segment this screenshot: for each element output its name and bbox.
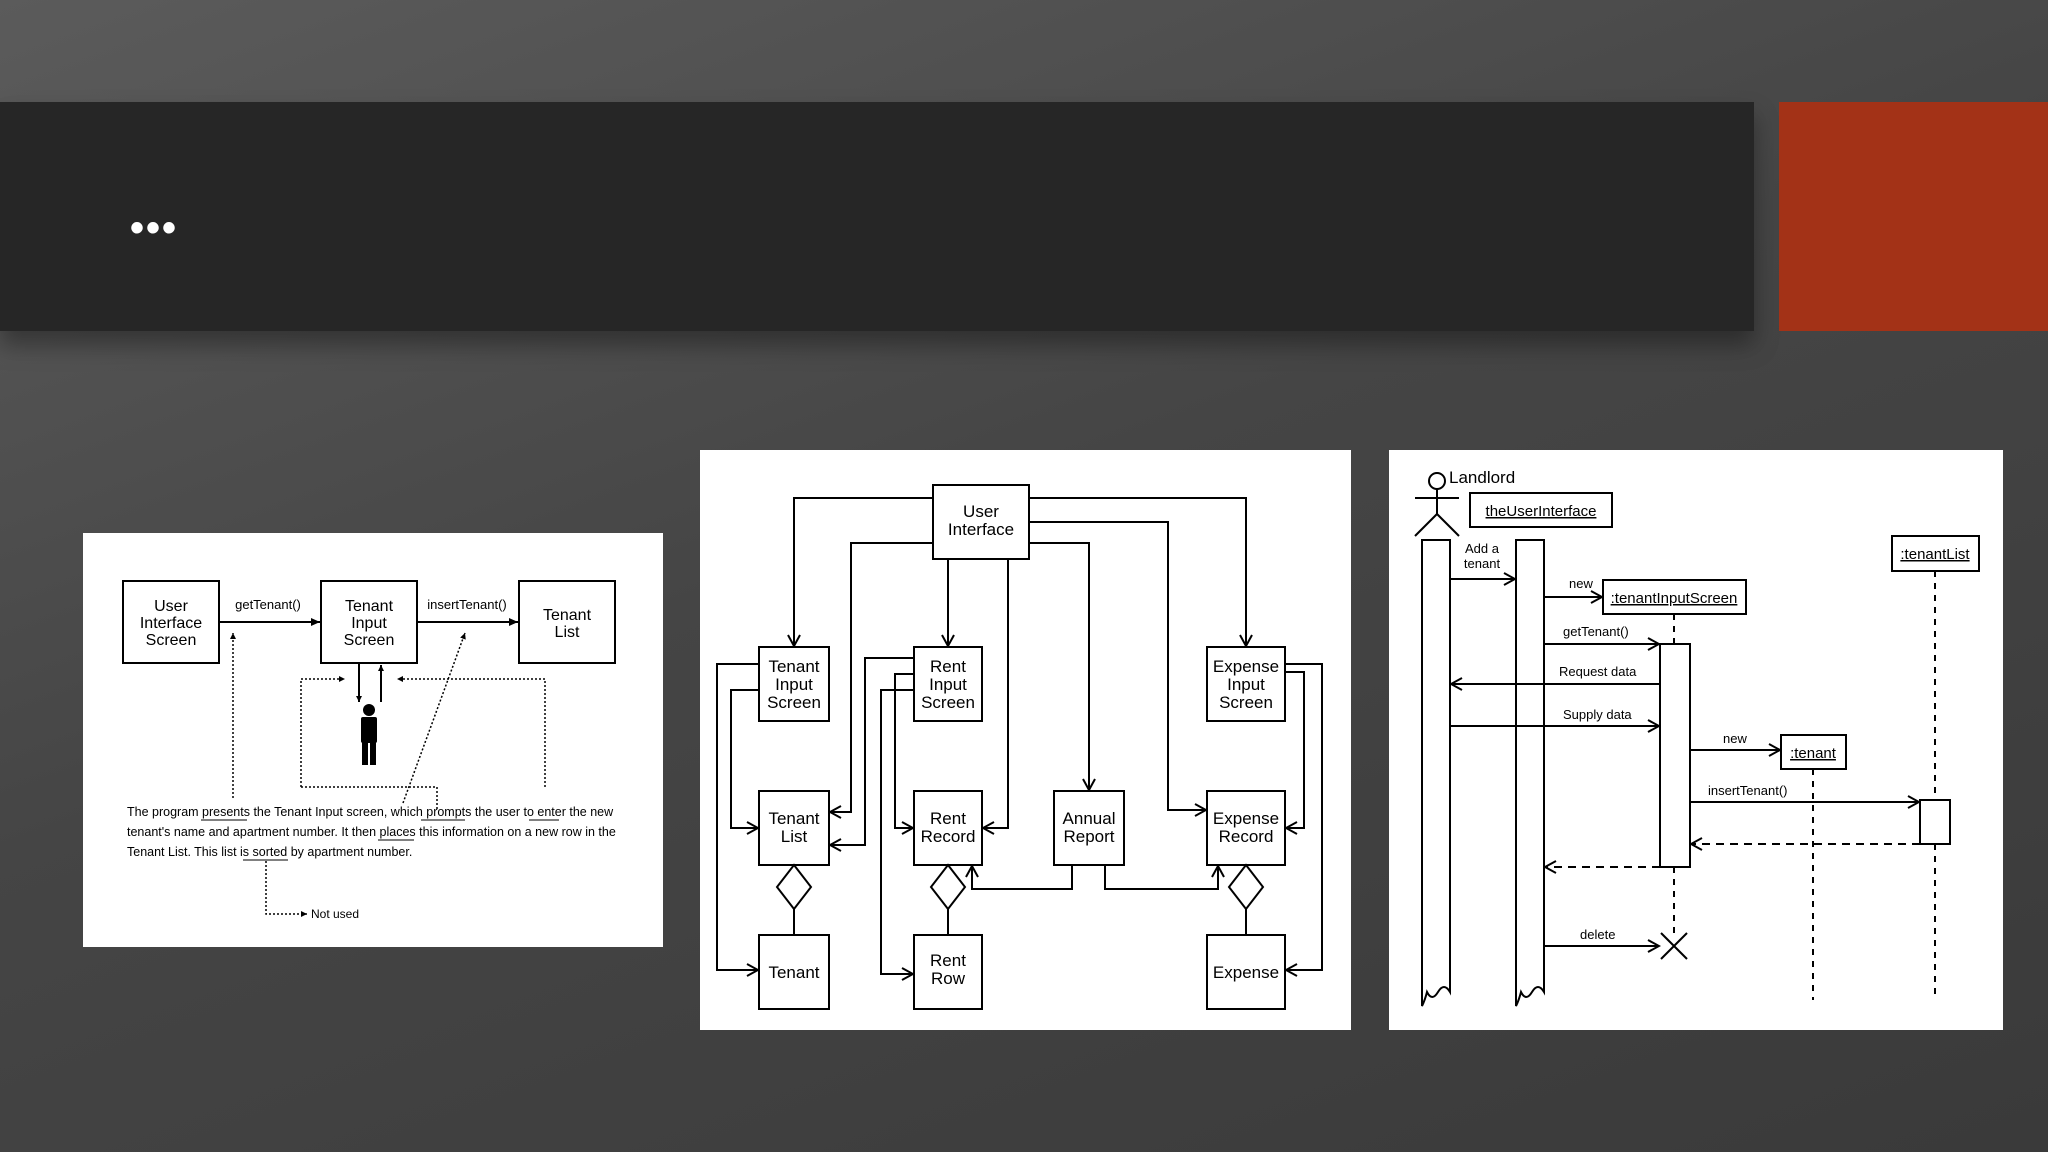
label-insert-tenant: insertTenant() <box>1708 783 1787 798</box>
label-landlord: Landlord <box>1449 468 1515 487</box>
label-tenant-input-screen-3: Screen <box>344 632 395 649</box>
label-rent-record-2: Record <box>921 827 976 846</box>
assoc-ui-expense-input <box>1029 497 1246 646</box>
label-new-1: new <box>1569 576 1593 591</box>
person-icon <box>361 704 377 765</box>
description-line-2: tenant's name and apartment number. It t… <box>127 825 616 839</box>
assoc-tenant-input-tenant-list <box>730 689 759 828</box>
label-tenant-input-screen-2: Input <box>775 675 813 694</box>
label-tenant-input-screen-1: Tenant <box>345 598 394 615</box>
diamond-expense-record <box>1227 863 1265 911</box>
panel-class-diagram: User Interface Tenant Input Screen Rent … <box>700 450 1351 1030</box>
label-add-tenant-1: Add a <box>1465 541 1500 556</box>
activation-tenant-list <box>1919 799 1951 845</box>
label-expense-input-screen-2: Input <box>1227 675 1265 694</box>
activation-landlord <box>1421 539 1451 1007</box>
assoc-rent-input-rent-record <box>894 673 914 828</box>
object-tenant-input-screen: :tenantInputScreen <box>1611 590 1738 607</box>
assoc-rent-input-rent-row <box>880 689 914 974</box>
object-tenant: :tenant <box>1790 745 1837 762</box>
label-tenant-list-2: List <box>781 827 808 846</box>
label-delete: delete <box>1580 927 1615 942</box>
label-rent-input-screen-2: Input <box>929 675 967 694</box>
panel-sequence-diagram: Landlord theUserInterface :tenantList :t… <box>1389 450 2003 1030</box>
diamond-rent-record <box>929 863 967 911</box>
label-get-tenant: getTenant() <box>1563 624 1629 639</box>
assoc-rent-input-tenant-list <box>830 657 914 845</box>
assoc-tenant-input-tenant <box>716 663 759 970</box>
label-get-tenant: getTenant() <box>235 597 301 612</box>
label-user-interface-1: User <box>963 502 999 521</box>
label-expense-record-1: Expense <box>1213 809 1279 828</box>
panel-tenant-input-flow: User Interface Screen Tenant Input Scree… <box>83 533 663 947</box>
description-line-1: The program presents the Tenant Input sc… <box>127 805 614 819</box>
assoc-annual-report-expense-record <box>1104 865 1218 890</box>
activation-input-screen <box>1659 643 1691 868</box>
label-user-interface-screen-2: Interface <box>140 615 202 632</box>
object-tenant-list: :tenantList <box>1900 546 1970 563</box>
assoc-ui-rent-record <box>983 559 1009 828</box>
label-tenant-input-screen-1: Tenant <box>768 657 819 676</box>
label-tenant: Tenant <box>768 963 819 982</box>
label-rent-row-1: Rent <box>930 951 966 970</box>
label-user-interface-screen-3: Screen <box>146 632 197 649</box>
label-tenant-list-1: Tenant <box>768 809 819 828</box>
label-request-data: Request data <box>1559 664 1637 679</box>
actor-landlord-icon <box>1414 472 1460 537</box>
label-insert-tenant: insertTenant() <box>427 597 506 612</box>
label-add-tenant-2: tenant <box>1464 556 1501 571</box>
label-tenant-input-screen-3: Screen <box>767 693 821 712</box>
label-tenant-list-2: List <box>555 624 580 641</box>
label-rent-input-screen-1: Rent <box>930 657 966 676</box>
label-user-interface-screen-1: User <box>154 598 188 615</box>
accent-block <box>1779 102 2048 331</box>
destroy-mark <box>1660 932 1688 960</box>
box-tenant-list <box>518 580 616 664</box>
label-annual-report-2: Report <box>1063 827 1114 846</box>
label-expense-record-2: Record <box>1219 827 1274 846</box>
assoc-expense-input-expense <box>1285 663 1323 970</box>
assoc-ui-tenant-list <box>830 542 933 812</box>
label-new-2: new <box>1723 731 1747 746</box>
title-bar <box>0 102 1754 331</box>
label-annual-report-1: Annual <box>1063 809 1116 828</box>
assoc-ui-annual-report <box>1029 542 1089 790</box>
diamond-tenant-list <box>775 863 813 911</box>
label-expense-input-screen-3: Screen <box>1219 693 1273 712</box>
label-tenant-list-1: Tenant <box>543 607 592 624</box>
description-line-3: Tenant List. This list is sorted by apar… <box>127 845 412 859</box>
assoc-ui-tenant-input <box>794 497 933 646</box>
tenant-input-flow-diagram: User Interface Screen Tenant Input Scree… <box>122 580 616 921</box>
sequence-diagram: Landlord theUserInterface :tenantList :t… <box>1414 468 1980 1007</box>
label-expense-input-screen-1: Expense <box>1213 657 1279 676</box>
label-not-used: Not used <box>311 907 359 921</box>
label-rent-row-2: Row <box>931 969 966 988</box>
object-the-user-interface: theUserInterface <box>1486 503 1597 520</box>
label-user-interface-2: Interface <box>948 520 1014 539</box>
assoc-expense-input-expense-record <box>1285 671 1305 828</box>
activation-ui <box>1515 539 1545 1007</box>
label-tenant-input-screen-2: Input <box>351 615 387 632</box>
label-supply-data: Supply data <box>1563 707 1632 722</box>
slide-title: ••• <box>130 206 179 250</box>
label-rent-input-screen-3: Screen <box>921 693 975 712</box>
class-diagram: User Interface Tenant Input Screen Rent … <box>716 484 1323 1010</box>
assoc-annual-report-rent-record <box>972 865 1073 890</box>
label-expense: Expense <box>1213 963 1279 982</box>
label-rent-record-1: Rent <box>930 809 966 828</box>
assoc-ui-expense-record <box>1029 521 1206 810</box>
